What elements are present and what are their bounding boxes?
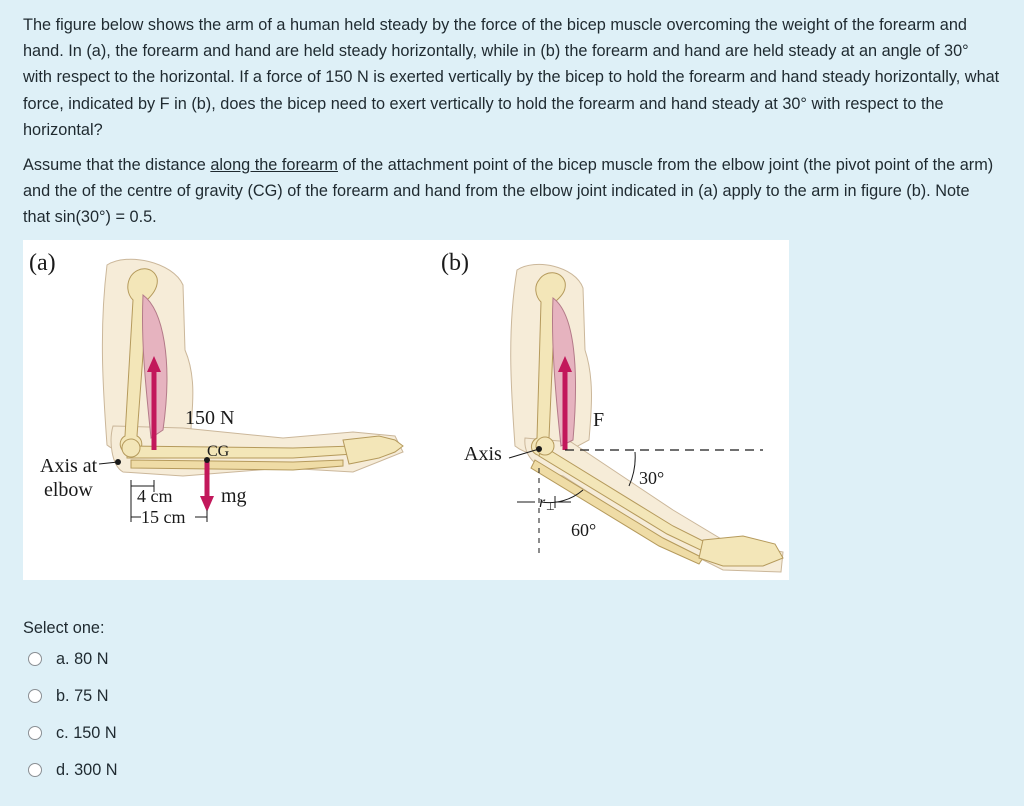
question-paragraph-1: The figure below shows the arm of a huma… [23, 16, 1000, 139]
underlined-phrase: along the forearm [210, 156, 338, 174]
answer-option-c-label: c. 150 N [56, 723, 117, 742]
elbow-joint-b [535, 436, 555, 456]
arm-figure: (a) 150 N CG Axis at elbow 4 cm 15 cm mg [23, 240, 789, 580]
answer-option-a-label: a. 80 N [56, 649, 109, 668]
force-label-f: F [593, 409, 604, 431]
select-one-label: Select one: [23, 619, 105, 637]
r-label: r [539, 494, 546, 511]
panel-b: (b) F Axis 30° 60° r ⊥ [441, 250, 784, 573]
force-arrowhead-b [558, 356, 572, 372]
force-label-150n: 150 N [185, 407, 234, 429]
assumption-text: Assume that the distance along the forea… [23, 152, 1001, 231]
assumption-text-end: of the attachment point of the bicep mus… [23, 156, 994, 227]
axis-leader-b [508, 448, 540, 459]
radio-button-a[interactable] [28, 652, 42, 666]
answer-option-b[interactable]: b. 75 N [28, 684, 109, 708]
panel-a: (a) 150 N CG Axis at elbow 4 cm 15 cm mg [29, 250, 404, 527]
axis-label-line2: elbow [44, 479, 93, 501]
hand-bones-b [698, 535, 784, 567]
hand-bones-a [342, 435, 404, 465]
ulna-bone-b [530, 459, 704, 565]
radio-button-c[interactable] [28, 726, 42, 740]
axis-label-b: Axis [464, 443, 502, 465]
radio-button-b[interactable] [28, 689, 42, 703]
answer-option-a[interactable]: a. 80 N [28, 647, 109, 671]
panel-b-label: (b) [441, 250, 469, 276]
axis-leader-a [98, 461, 119, 465]
weight-arrowhead-a [200, 496, 214, 512]
radio-button-d[interactable] [28, 763, 42, 777]
cg-point-a [204, 457, 210, 463]
perp-symbol: ⊥ [546, 502, 555, 513]
ulna-bone-a [130, 459, 344, 471]
dist-label-15cm: 15 cm [141, 507, 186, 527]
arm-diagram: (a) 150 N CG Axis at elbow 4 cm 15 cm mg [29, 250, 784, 573]
angle-30-arc [628, 451, 636, 487]
question-text: The figure below shows the arm of a huma… [23, 12, 1001, 143]
angle-60-arc [540, 489, 584, 504]
elbow-joint-a [121, 438, 141, 458]
dist-label-4cm: 4 cm [137, 486, 173, 506]
axis-label-line1: Axis at [40, 455, 98, 477]
weight-label-mg: mg [221, 485, 247, 507]
answer-option-b-label: b. 75 N [56, 686, 109, 705]
answer-option-d[interactable]: d. 300 N [28, 758, 118, 782]
bicep-force-arrowhead-a [147, 356, 161, 372]
cg-label: CG [207, 443, 230, 460]
angle-label-60: 60° [571, 520, 596, 540]
answer-option-d-label: d. 300 N [56, 760, 118, 779]
radius-bone-a [126, 445, 354, 459]
assumption-text-start: Assume that the distance [23, 156, 211, 174]
answer-option-c[interactable]: c. 150 N [28, 721, 117, 745]
panel-a-label: (a) [29, 250, 56, 276]
angle-label-30: 30° [639, 468, 664, 488]
